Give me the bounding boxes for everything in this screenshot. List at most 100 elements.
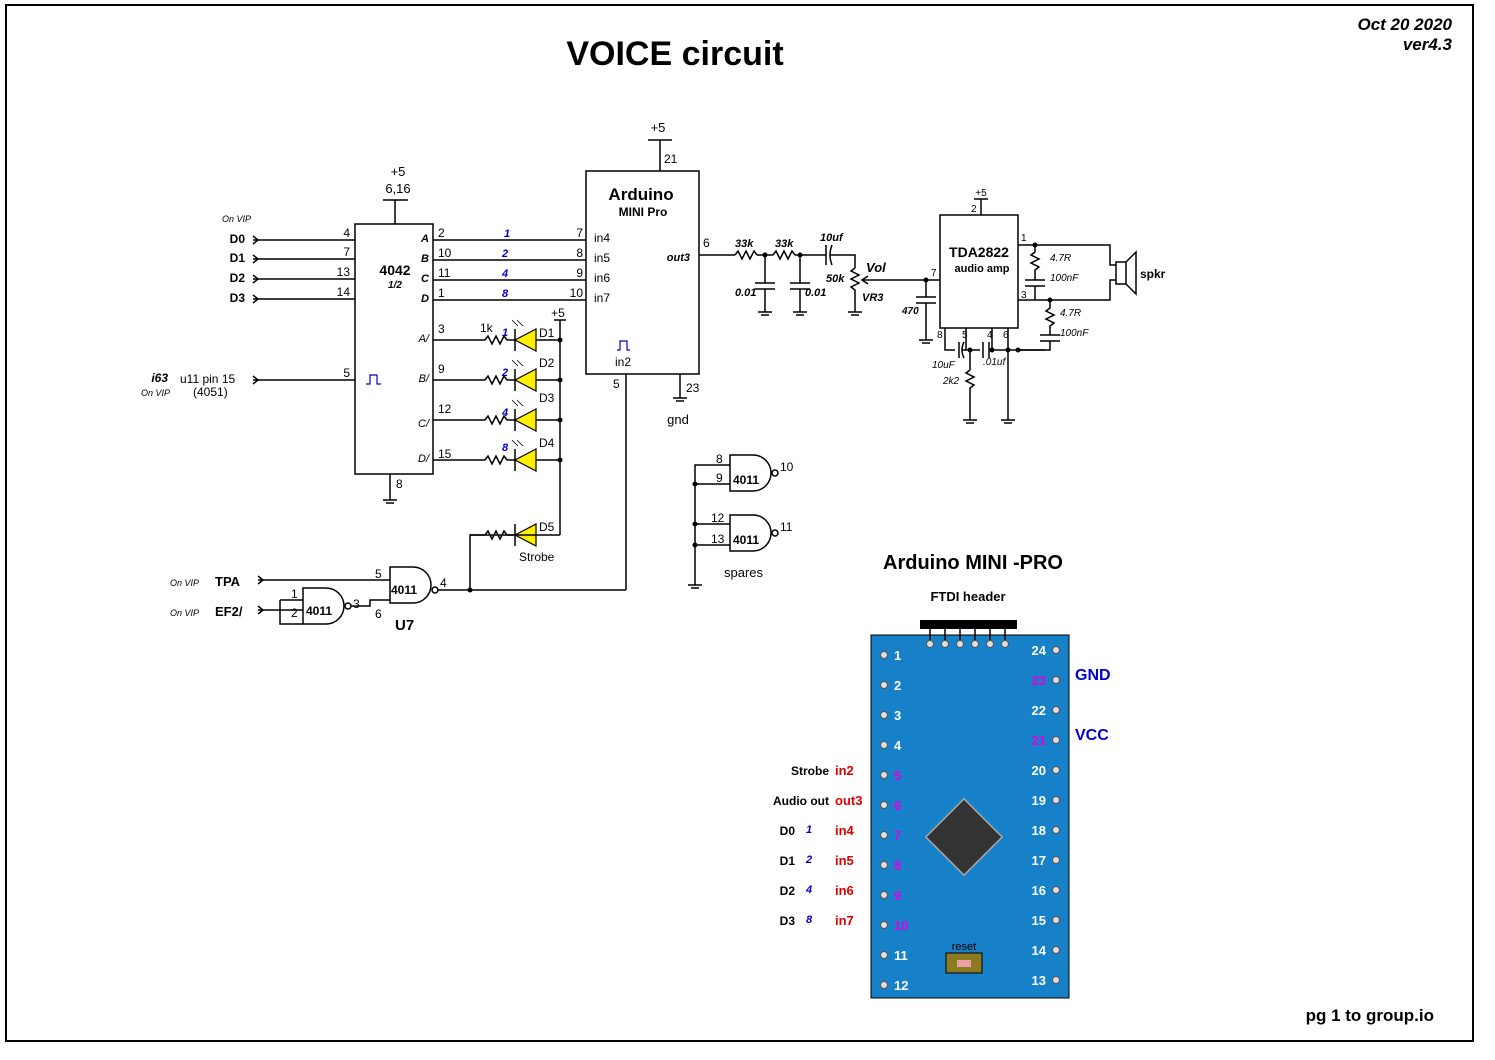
pin-9: 9 (438, 362, 445, 376)
led-diode-icon (513, 408, 537, 432)
board-pin (1052, 736, 1060, 744)
vcc-label: VCC (1075, 727, 1109, 744)
board-func-pin: in4 (835, 823, 855, 838)
ftdi-pin (971, 640, 979, 648)
led-diode-icon (513, 368, 537, 392)
board-pin (1052, 886, 1060, 894)
spares-label: spares (724, 565, 764, 580)
mcu-chip (924, 797, 1004, 877)
amp-pin-8: 8 (937, 330, 943, 341)
board-pin (1052, 946, 1060, 954)
board-pin-label: 19 (1032, 793, 1046, 808)
arduino-supply: +5 (651, 120, 666, 135)
board-pin (880, 651, 888, 659)
ftdi-header (920, 620, 1017, 629)
led-diode-icon (513, 448, 537, 472)
amp-cdec-label: .01uf (983, 357, 1006, 368)
pin-11: 11 (438, 266, 451, 280)
board-pin-label: 2 (894, 678, 901, 693)
board-pin-label: 9 (894, 888, 901, 903)
strobe-pulse-icon (617, 340, 630, 351)
pin-label-c: C (421, 273, 430, 285)
spare2-name: 4011 (733, 533, 759, 547)
ftdi-pin (926, 640, 934, 648)
tda2822-amp: TDA2822 audio amp +5 2 7 8 5 4 6 1 3 10u… (931, 188, 1166, 424)
spare2-pin-13: 13 (711, 532, 725, 546)
c3-label: 10uf (820, 232, 844, 244)
ftdi-pin (1001, 640, 1009, 648)
spare-gates: 4011 4011 8 9 10 12 13 11 spares (688, 452, 794, 589)
board-pin (880, 921, 888, 929)
c2-label: 0.01 (805, 287, 826, 299)
board-pin (1052, 766, 1060, 774)
led-d1: D1 (539, 326, 555, 340)
arduino-pin-8: 8 (576, 246, 583, 260)
pin-label-a-bar: A/ (418, 333, 430, 345)
led-row (433, 359, 563, 392)
led-row (433, 439, 563, 472)
g1-pin-3: 3 (353, 597, 360, 611)
board-pin (1052, 916, 1060, 924)
tpa-on-vip: On VIP (170, 578, 199, 588)
board-func-label: Strobe (791, 764, 829, 778)
pin-label-b-bar: B/ (419, 373, 430, 385)
spare1-pin-10: 10 (780, 460, 794, 474)
g1-pin-1: 1 (291, 587, 298, 601)
amp-pin-1: 1 (1021, 233, 1027, 244)
clock-pulse-icon (366, 374, 381, 385)
page-title: VOICE circuit (566, 35, 783, 73)
g2-pin-5: 5 (375, 567, 382, 581)
reset-label: reset (952, 941, 976, 953)
arduino-pin-6: 6 (703, 236, 710, 250)
clock-label: i63 (151, 371, 168, 385)
spare1-pin-8: 8 (716, 452, 723, 466)
board-pin (1052, 646, 1060, 654)
amp-cout2-label: 100nF (1060, 328, 1089, 339)
u7-label: U7 (395, 617, 414, 634)
board-pin-label: 3 (894, 708, 901, 723)
arduino-sub: MINI Pro (619, 205, 668, 219)
amp-rout2-label: 4.7R (1060, 308, 1081, 319)
led-d5: D5 (539, 520, 555, 534)
board-func-label: D0 (780, 824, 796, 838)
gnd-label: GND (1075, 667, 1111, 684)
amp-rin-label: 2k2 (942, 376, 960, 387)
ef2-label: EF2/ (215, 604, 243, 619)
board-pin-label: 11 (894, 948, 908, 963)
pin-12: 12 (438, 402, 452, 416)
r1-label: 33k (735, 238, 754, 250)
speaker-label: spkr (1140, 267, 1166, 281)
pin-label-d: D (421, 293, 429, 305)
led-row (433, 319, 563, 352)
board-title: Arduino MINI -PRO (883, 552, 1063, 574)
spare2-pin-12: 12 (711, 511, 725, 525)
input-d3: D3 (230, 291, 246, 305)
led-d3: D3 (539, 391, 555, 405)
amp-pin-3: 3 (1021, 290, 1027, 301)
ftdi-header-label: FTDI header (930, 589, 1005, 604)
amp-cin-label: 10uF (932, 360, 956, 371)
amp-rout1-label: 4.7R (1050, 253, 1071, 264)
ftdi-pin (986, 640, 994, 648)
arduino-name: Arduino (608, 185, 673, 204)
c1-label: 0.01 (735, 287, 756, 299)
chip-4042: 4042 1/2 +5 6,16 8 4 7 13 14 5 On VIP D0… (141, 164, 452, 504)
pin-13: 13 (337, 265, 351, 279)
led-array: +5 1k 1 2 4 8 D1 D2 D3 D4 D5 Strobe (433, 306, 566, 564)
amp-pin-6: 6 (1003, 330, 1009, 341)
arduino-in4: in4 (594, 231, 610, 245)
bit-2: 2 (501, 248, 508, 260)
arduino-pin-7: 7 (576, 226, 583, 240)
board-pin-label: 10 (894, 918, 908, 933)
pin-7: 7 (343, 245, 350, 259)
led-bit-8: 8 (502, 442, 509, 454)
board-pin-label: 7 (894, 828, 901, 843)
u7-gate1-name: 4011 (306, 604, 332, 618)
amp-name: TDA2822 (949, 244, 1009, 260)
board-pin-label: 16 (1032, 883, 1046, 898)
on-vip-label: On VIP (222, 214, 251, 224)
arduino-in5: in5 (594, 251, 610, 265)
pin-14: 14 (337, 285, 351, 299)
vr3-label: VR3 (862, 292, 883, 304)
